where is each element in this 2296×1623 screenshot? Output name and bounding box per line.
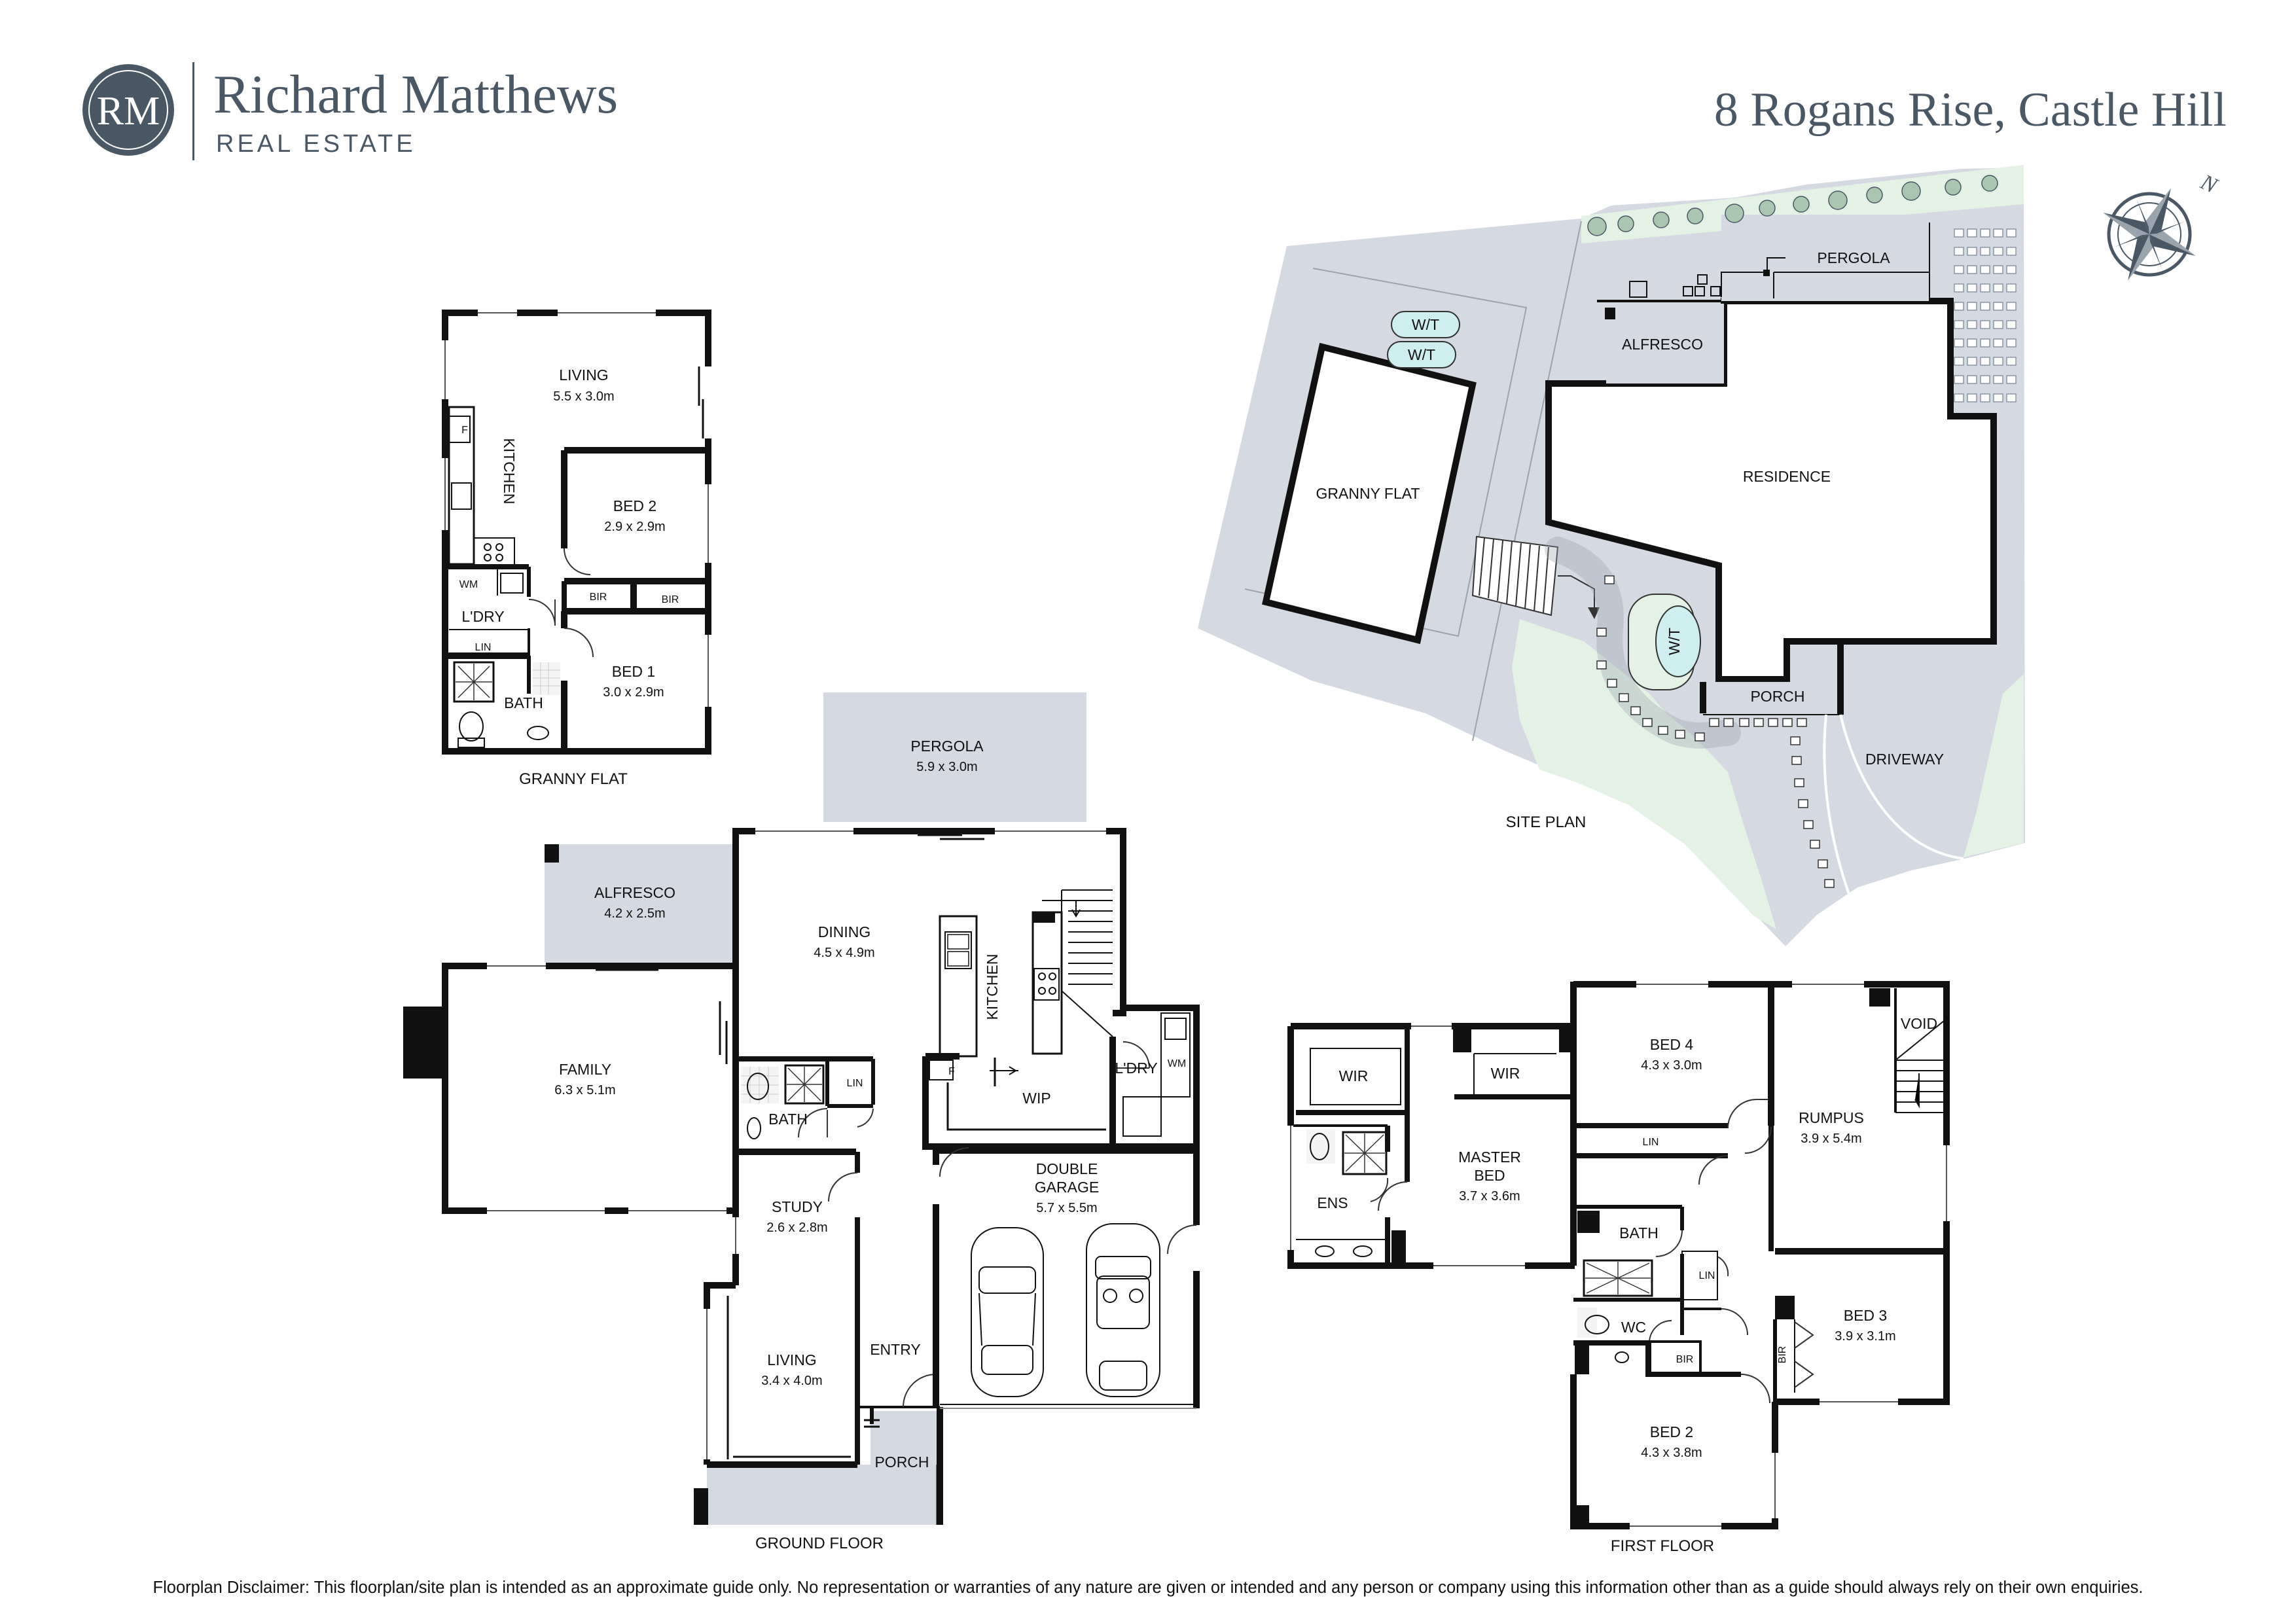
brand-name: Richard Matthews — [213, 64, 618, 125]
gnd-pergola-dim: 5.9 x 3.0m — [916, 760, 977, 774]
site-wt-label-3: W/T — [1666, 628, 1683, 655]
gnd-study-dim: 2.6 x 2.8m — [766, 1221, 827, 1235]
site-wt-label-1: W/T — [1412, 316, 1439, 333]
gf-bir-label-1: BIR — [590, 592, 607, 603]
ff-wc-label: WC — [1621, 1319, 1646, 1336]
brand-divider — [192, 62, 194, 160]
gnd-family-label: FAMILY — [559, 1061, 611, 1078]
site-granny-flat-label: GRANNY FLAT — [1316, 485, 1420, 502]
gnd-garage-label-1: DOUBLE — [1036, 1160, 1098, 1177]
property-address: 8 Rogans Rise, Castle Hill — [1714, 83, 2227, 137]
gnd-pergola-label: PERGOLA — [910, 738, 984, 755]
caption-granny-flat: GRANNY FLAT — [519, 770, 628, 788]
gnd-f-label: F — [948, 1066, 955, 1077]
site-plan — [1198, 165, 2025, 946]
floorplan-disclaimer: Floorplan Disclaimer: This floorplan/sit… — [153, 1578, 2144, 1597]
caption-first-floor: FIRST FLOOR — [1611, 1537, 1714, 1555]
shrub-icon — [1587, 175, 1998, 236]
site-porch-label: PORCH — [1750, 688, 1804, 705]
gnd-dining-label: DINING — [818, 923, 871, 940]
gnd-garage-dim: 5.7 x 5.5m — [1036, 1201, 1097, 1215]
brand-monogram: RM — [97, 89, 160, 134]
gnd-wm-label: WM — [1168, 1058, 1186, 1069]
gnd-bath-label: BATH — [768, 1111, 808, 1128]
ff-bed2-label: BED 2 — [1650, 1423, 1693, 1440]
ff-bed4-label: BED 4 — [1650, 1036, 1694, 1053]
gnd-entry-label: ENTRY — [870, 1341, 921, 1358]
gf-bed1-dim: 3.0 x 2.9m — [603, 685, 664, 700]
brand-logo: RM Richard Matthews REAL ESTATE — [82, 62, 618, 160]
gnd-lin-label: LIN — [847, 1078, 863, 1089]
ground-floor-plan — [403, 692, 1200, 1525]
site-wt-label-2: W/T — [1408, 346, 1435, 363]
north-label: N — [2197, 169, 2222, 199]
gf-ldry-label: L'DRY — [461, 608, 504, 625]
car-icon — [1086, 1223, 1160, 1397]
gf-lin-label: LIN — [475, 642, 492, 653]
ff-bath-label: BATH — [1619, 1224, 1659, 1241]
first-floor-plan — [1287, 980, 1950, 1530]
ff-rumpus-dim: 3.9 x 5.4m — [1801, 1132, 1861, 1146]
ff-bir-label-1: BIR — [1676, 1354, 1694, 1365]
ff-lin-label-2: LIN — [1699, 1270, 1715, 1281]
ff-lin-label-1: LIN — [1643, 1137, 1659, 1148]
gnd-study-label: STUDY — [772, 1198, 823, 1215]
gf-bed2-dim: 2.9 x 2.9m — [604, 520, 665, 534]
gnd-kitchen-label: KITCHEN — [984, 954, 1001, 1020]
site-pergola-label: PERGOLA — [1817, 249, 1890, 266]
granny-flat-plan — [441, 309, 712, 755]
ff-wir-label-2: WIR — [1491, 1065, 1520, 1082]
gf-bed2-label: BED 2 — [613, 497, 656, 514]
site-driveway-label: DRIVEWAY — [1865, 751, 1944, 768]
gnd-living-dim: 3.4 x 4.0m — [761, 1374, 822, 1388]
gnd-alfresco-dim: 4.2 x 2.5m — [604, 906, 665, 921]
caption-site-plan: SITE PLAN — [1506, 813, 1587, 831]
gnd-wip-label: WIP — [1022, 1090, 1050, 1107]
gnd-ldry-label: L'DRY — [1115, 1060, 1157, 1077]
ff-master-dim: 3.7 x 3.6m — [1459, 1189, 1520, 1204]
brand-monogram-badge — [82, 64, 174, 156]
gnd-alfresco-label: ALFRESCO — [594, 884, 675, 901]
gnd-dining-dim: 4.5 x 4.9m — [814, 946, 874, 960]
brand-subtitle: REAL ESTATE — [216, 130, 416, 158]
ff-bed4-dim: 4.3 x 3.0m — [1641, 1058, 1702, 1073]
gf-wm-label: WM — [459, 579, 478, 590]
ff-bir-label-2: BIR — [1777, 1346, 1788, 1364]
ff-void-label: VOID — [1901, 1015, 1937, 1032]
gf-bed1-label: BED 1 — [612, 663, 655, 680]
car-icon — [971, 1227, 1044, 1397]
gf-f-label: F — [461, 425, 468, 436]
gnd-porch-label: PORCH — [874, 1454, 929, 1471]
gnd-garage-label-2: GARAGE — [1035, 1179, 1099, 1196]
gnd-living-label: LIVING — [767, 1351, 816, 1368]
gf-living-label: LIVING — [559, 366, 608, 383]
gf-living-dim: 5.5 x 3.0m — [553, 389, 614, 404]
north-compass-icon — [2103, 188, 2196, 281]
gf-bath-label: BATH — [504, 694, 543, 711]
ff-rumpus-label: RUMPUS — [1799, 1109, 1864, 1126]
ff-bed3-dim: 3.9 x 3.1m — [1835, 1329, 1895, 1344]
ff-ens-label: ENS — [1317, 1194, 1348, 1211]
site-alfresco-label: ALFRESCO — [1622, 336, 1703, 353]
ff-bed3-label: BED 3 — [1844, 1307, 1887, 1324]
site-residence-label: RESIDENCE — [1743, 468, 1831, 485]
ff-bed2-dim: 4.3 x 3.8m — [1641, 1446, 1702, 1460]
gnd-family-dim: 6.3 x 5.1m — [554, 1083, 615, 1097]
ff-master-label-2: BED — [1474, 1167, 1505, 1184]
gf-kitchen-label: KITCHEN — [501, 438, 518, 505]
caption-ground-floor: GROUND FLOOR — [755, 1535, 884, 1552]
ff-wir-label-1: WIR — [1339, 1067, 1369, 1084]
ff-master-label-1: MASTER — [1458, 1149, 1521, 1166]
gf-bir-label-2: BIR — [662, 594, 679, 605]
